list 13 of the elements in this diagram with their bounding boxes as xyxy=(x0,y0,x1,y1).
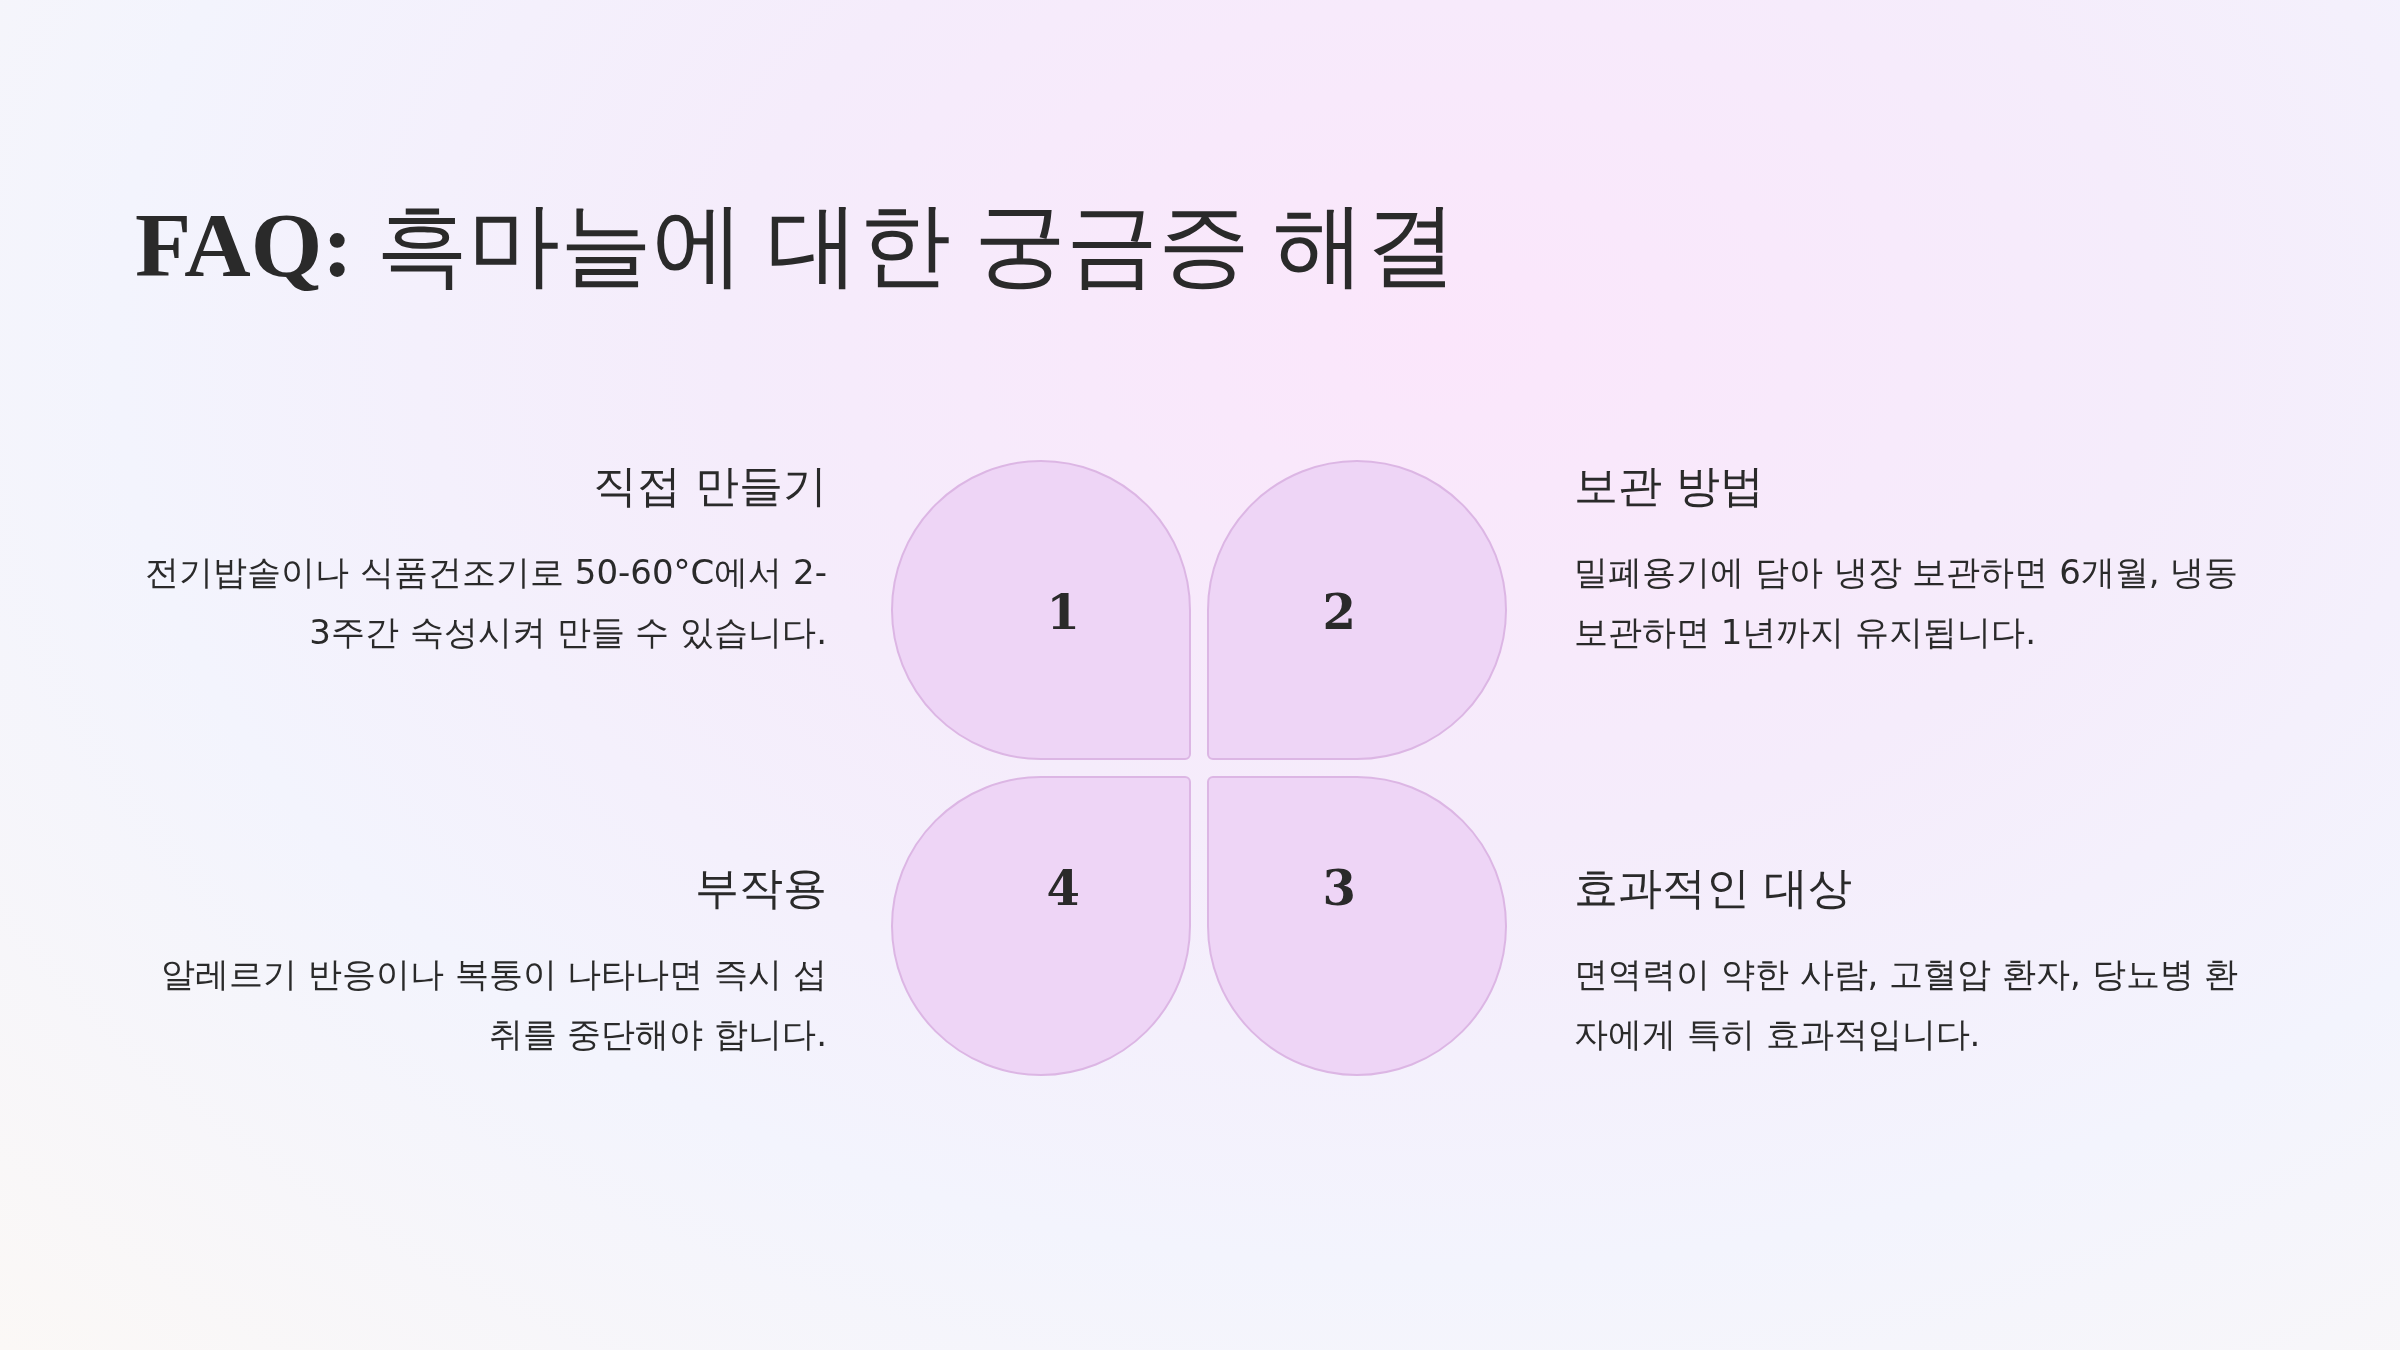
petal-number: 4 xyxy=(1046,864,1080,912)
petal-number: 1 xyxy=(1046,588,1080,636)
petal-number: 3 xyxy=(1322,864,1356,912)
faq-heading: 직접 만들기 xyxy=(593,460,827,513)
faq-answer: 면역력이 약한 사람, 고혈압 환자, 당뇨병 환자에게 특히 효과적입니다. xyxy=(1574,953,2240,1056)
title: FAQ: 흑마늘에 대한 궁금증 해결 xyxy=(135,195,1457,297)
petal-number: 2 xyxy=(1322,588,1356,636)
faq-heading: 보관 방법 xyxy=(1574,460,1764,513)
faq-answer: 전기밥솥이나 식품건조기로 50-60°C에서 2-3주간 숙성시켜 만들 수 있습니다. xyxy=(144,551,827,654)
faq-heading: 부작용 xyxy=(695,862,827,915)
faq-answer: 알레르기 반응이나 복통이 나타나면 즉시 섭취를 중단해야 합니다. xyxy=(159,953,827,1056)
faq-heading: 효과적인 대상 xyxy=(1574,862,1852,915)
faq-answer: 밀폐용기에 담아 냉장 보관하면 6개월, 냉동 보관하면 1년까지 유지됩니다. xyxy=(1574,551,2240,654)
